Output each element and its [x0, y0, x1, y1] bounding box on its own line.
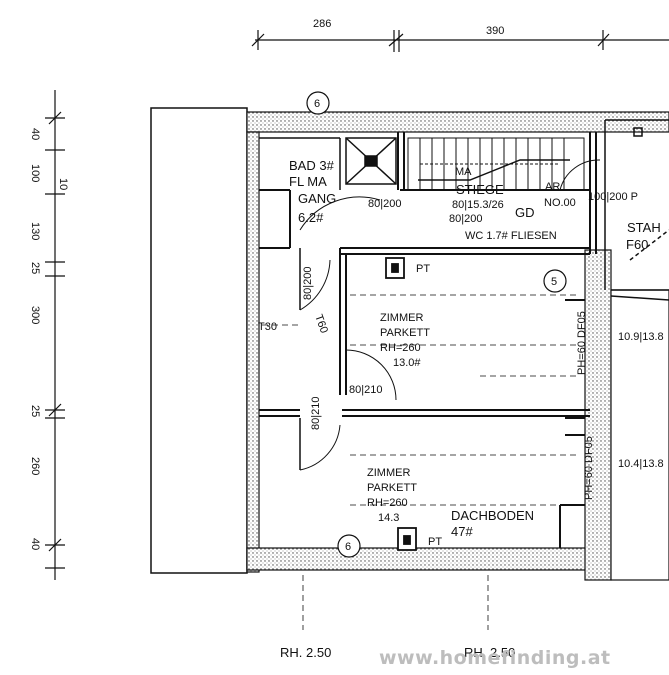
watermark: www.homefinding.at — [379, 647, 611, 669]
left-dim-100: 100 — [29, 164, 41, 182]
left-dim-25b: 25 — [29, 405, 41, 417]
stiege-gd: GD — [515, 205, 535, 220]
upper-right-area — [604, 119, 669, 301]
top-dimension-line — [251, 30, 669, 52]
zimmer1-area: 13.0# — [393, 357, 421, 369]
chimney-2 — [397, 527, 417, 551]
door-label-4: 80|210 — [349, 384, 382, 396]
outer-walls — [150, 107, 669, 581]
ar-no: NO.00 — [544, 197, 576, 209]
door-label-3: 100|200 P — [588, 191, 638, 203]
svg-text:5: 5 — [551, 276, 557, 288]
gang-area: 6.2# — [298, 210, 324, 225]
left-dim-25a: 25 — [29, 262, 41, 274]
svg-text:6: 6 — [345, 541, 351, 553]
door-label-1: 80|200 — [368, 198, 401, 210]
door-label-6: 80|200 — [302, 267, 314, 300]
top-dim-2: 390 — [486, 25, 504, 37]
left-dimension-line — [45, 90, 65, 580]
left-dim-40b: 40 — [29, 538, 41, 550]
fl-label: FL MA — [289, 174, 327, 189]
window-label-1: PH=60 DF05 — [576, 311, 588, 375]
staircase — [407, 137, 585, 191]
shower-tray — [345, 137, 397, 185]
door-label-5: 80|210 — [310, 397, 322, 430]
window-size-2: 10.4|13.8 — [618, 458, 664, 470]
dachboden-area: 47# — [451, 524, 473, 539]
zimmer2-area: 14.3 — [378, 512, 399, 524]
left-dim-10: 10 — [57, 178, 69, 190]
dachboden-label: DACHBODEN — [451, 508, 534, 523]
rh-left: RH. 2.50 — [280, 645, 331, 660]
stiege-label: STIEGE — [456, 182, 504, 197]
rh-right: RH. 2.50 — [464, 645, 515, 660]
bath-walls — [259, 137, 341, 190]
zimmer2-name: ZIMMER — [367, 467, 410, 479]
left-dim-40a: 40 — [29, 128, 41, 140]
zimmer2-floor: PARKETT — [367, 482, 417, 494]
door-label-7: T60 — [312, 313, 330, 335]
chimney-1 — [385, 257, 405, 279]
stiege-dims: 80|15.3/26 — [452, 199, 504, 211]
stah-f: F60 — [626, 237, 648, 252]
wc-label: WC 1.7# FLIESEN — [465, 230, 557, 242]
bad-label: BAD 3# — [289, 158, 335, 173]
window-label-2: PH=60 DF05 — [583, 436, 595, 500]
door-label-8: T30 — [258, 321, 277, 333]
left-dim-260: 260 — [29, 457, 41, 475]
zimmer1-rh: RH=260 — [380, 342, 421, 354]
pt-label-1: PT — [416, 263, 430, 275]
window-size-1: 10.9|13.8 — [618, 331, 664, 343]
ar-label: AR — [545, 181, 560, 193]
door-swings — [299, 159, 601, 471]
svg-text:6: 6 — [314, 98, 320, 110]
marker-6-top: 6 — [306, 91, 330, 115]
door-label-2: 80|200 — [449, 213, 482, 225]
left-dim-130: 130 — [29, 222, 41, 240]
roof-slope-lines — [262, 294, 580, 630]
zimmer2-rh: RH=260 — [367, 497, 408, 509]
marker-5: 5 — [543, 269, 567, 293]
gang-label: GANG — [298, 191, 336, 206]
pt-label-2: PT — [428, 536, 442, 548]
left-dim-300: 300 — [29, 306, 41, 324]
marker-6-bottom: 6 — [337, 534, 361, 558]
stiege-ma: MA — [455, 166, 472, 178]
zimmer1-name: ZIMMER — [380, 312, 423, 324]
stah-label: STAH — [627, 220, 661, 235]
zimmer1-floor: PARKETT — [380, 327, 430, 339]
top-dim-1: 286 — [313, 18, 331, 30]
